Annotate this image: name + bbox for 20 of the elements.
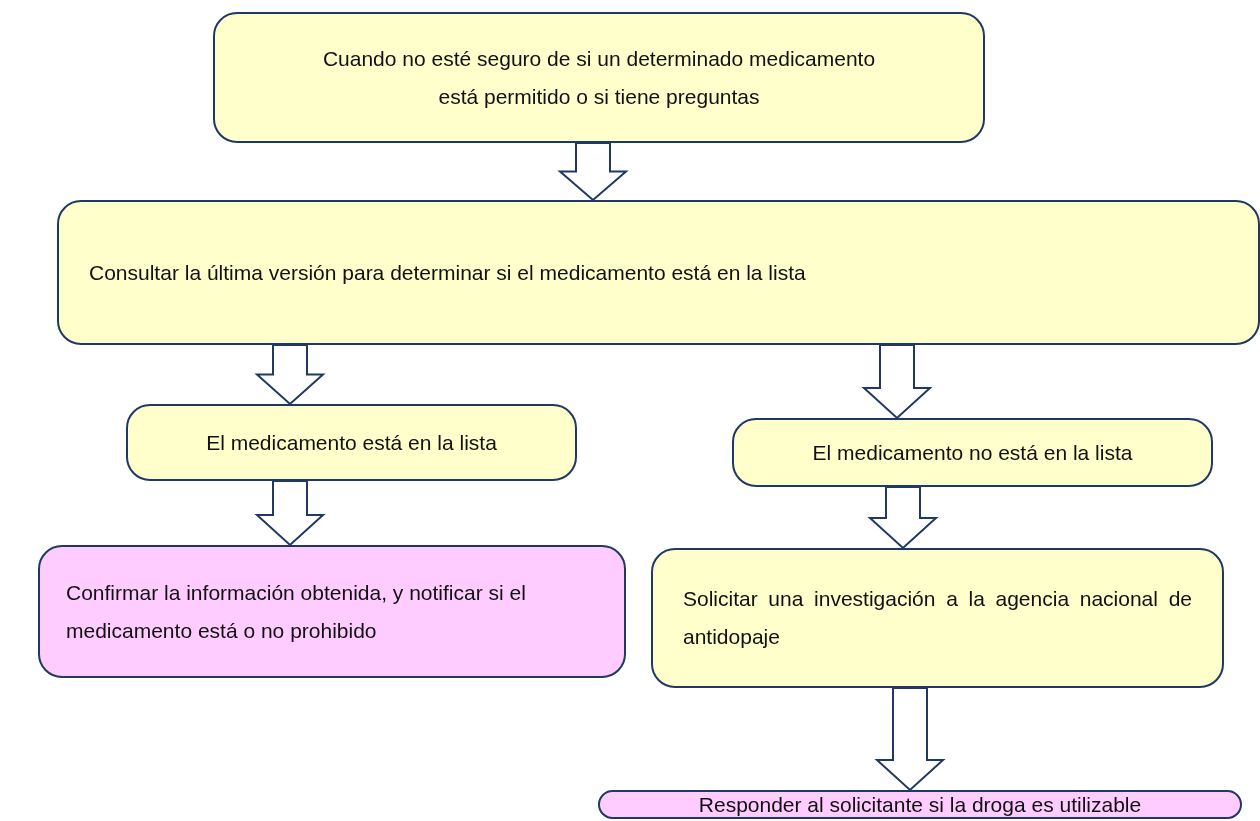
step-text: Responder al solicitante si la droga es utilizable (698, 791, 1142, 818)
step-text: Solicitar una investigación a la agencia nacional de antidopaje (683, 586, 1192, 650)
step-text: Confirmar la información obtenida, y notificar si el medicamento está o no prohibido (66, 579, 527, 644)
process-box (651, 548, 1224, 688)
process-box (126, 404, 577, 481)
block-arrow (254, 344, 326, 406)
process-box (57, 200, 1260, 345)
process-box (732, 418, 1213, 487)
step-text: Cuando no esté seguro de si un determinado medicamento está permitido o si tiene preguntas (321, 45, 877, 110)
block-arrow (861, 344, 933, 420)
block-arrow (874, 687, 946, 792)
step-text: El medicamento está en la lista (206, 429, 497, 456)
block-arrow (254, 480, 326, 547)
process-box (213, 12, 985, 143)
block-arrow (557, 142, 629, 202)
process-box (38, 545, 626, 678)
block-arrow (867, 486, 939, 550)
step-text: El medicamento no está en la lista (812, 439, 1133, 466)
process-box (598, 790, 1242, 819)
step-text: Consultar la última versión para determinar si el medicamento está en la lista (89, 259, 806, 286)
